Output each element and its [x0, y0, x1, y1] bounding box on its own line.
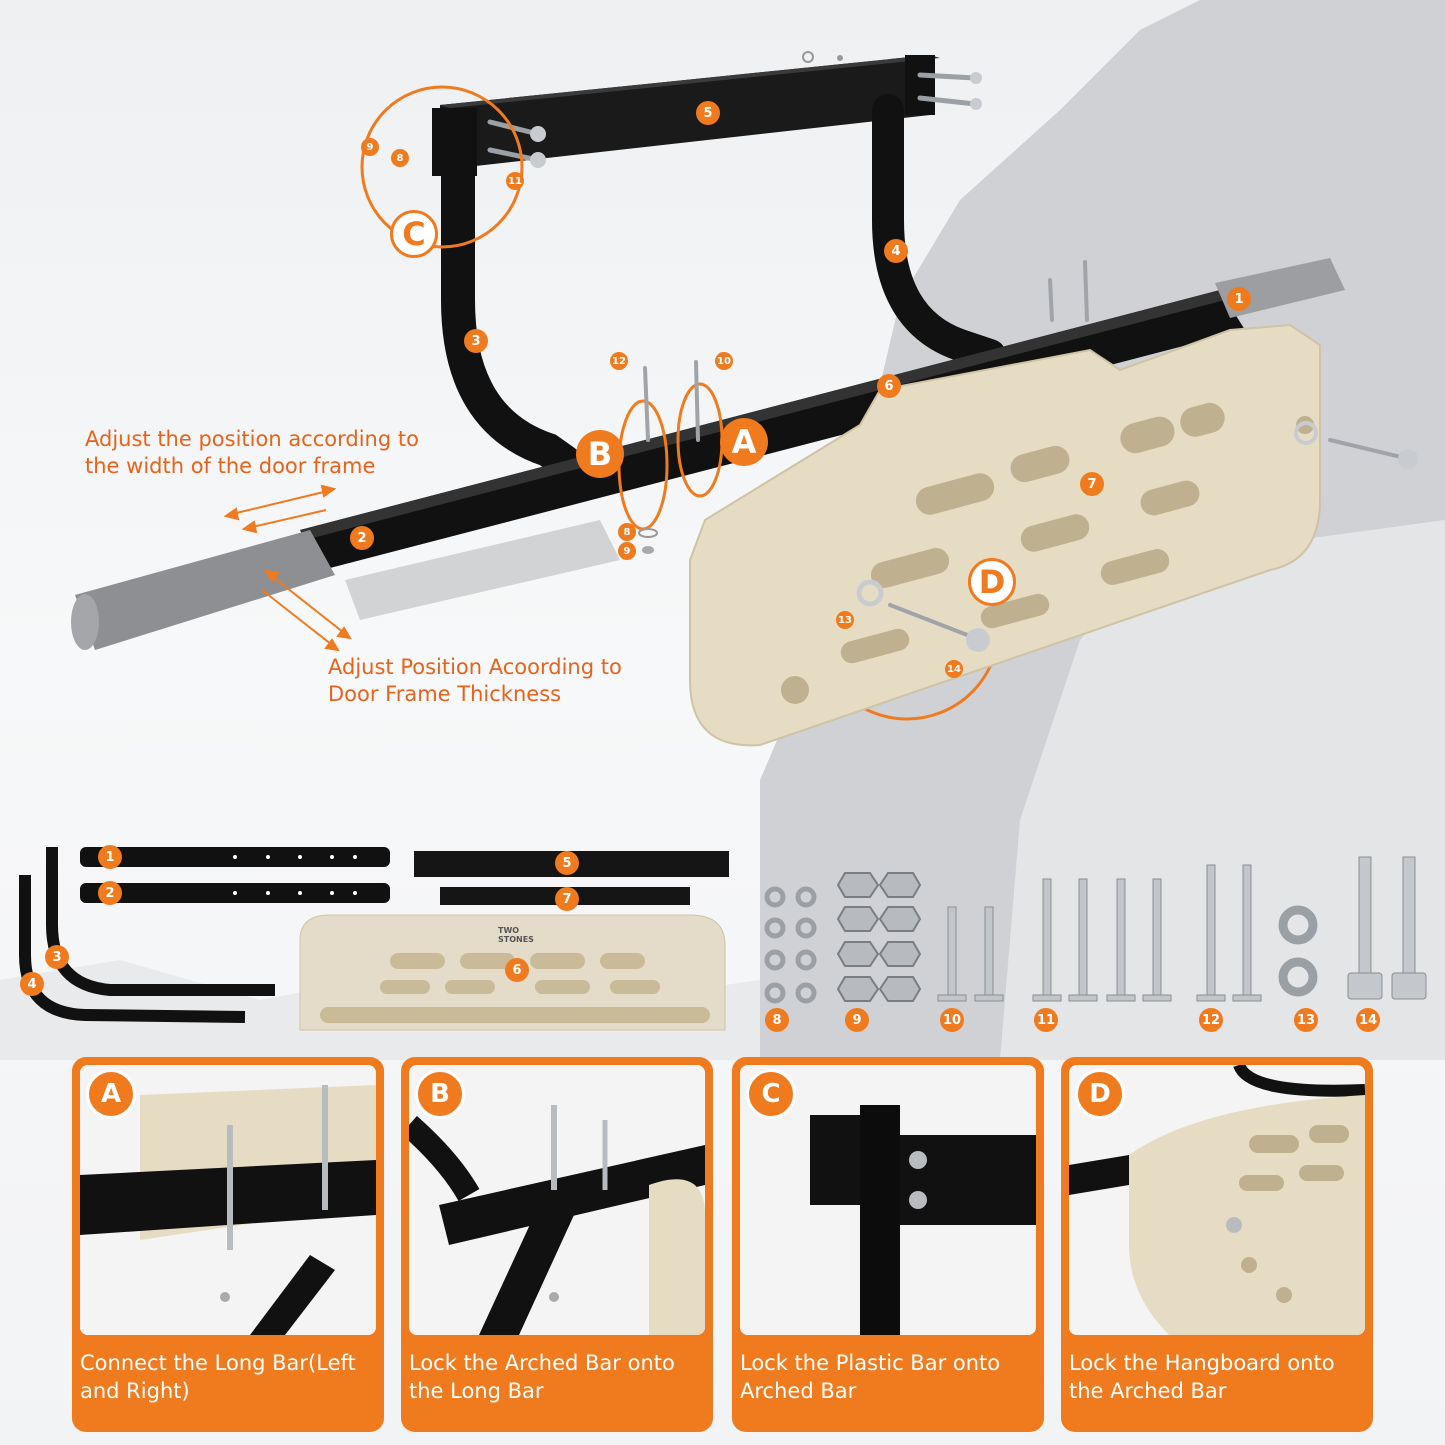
exploded-assembly-illustration — [71, 51, 1418, 747]
marker-6: 6 — [877, 374, 901, 398]
step-card-d: D Lock the Hangboard onto the Arched Bar — [1061, 1057, 1373, 1432]
marker-2: 2 — [350, 526, 374, 550]
step-card-a: A Connect the Long Bar(Left and Right) — [72, 1057, 384, 1432]
part-4-label: 4 — [20, 972, 44, 996]
detail-letter-a: A — [720, 418, 768, 466]
marker-3: 3 — [464, 329, 488, 353]
marker-11: 11 — [506, 172, 524, 190]
step-card-c: C Lock the Plastic Bar onto Arched Bar — [732, 1057, 1044, 1432]
parts-list-illustration — [19, 847, 1427, 1031]
step-c-photo — [740, 1065, 1036, 1335]
part-1-label: 1 — [98, 845, 122, 869]
part-10-label: 10 — [940, 1008, 964, 1032]
step-c-badge: C — [746, 1069, 796, 1119]
hangboard-logo: TWO STONES — [498, 926, 534, 944]
step-b-badge: B — [415, 1069, 465, 1119]
marker-13: 13 — [836, 611, 854, 629]
step-b-caption: Lock the Arched Bar onto the Long Bar — [409, 1351, 675, 1403]
part-3-label: 3 — [45, 945, 69, 969]
step-a-badge: A — [86, 1069, 136, 1119]
part-2-label: 2 — [98, 881, 122, 905]
detail-letter-d: D — [968, 558, 1016, 606]
marker-8: 8 — [618, 523, 636, 541]
part-13-label: 13 — [1294, 1008, 1318, 1032]
marker-9: 9 — [618, 542, 636, 560]
part-8-label: 8 — [765, 1008, 789, 1032]
step-b-photo — [409, 1065, 705, 1335]
part-9-label: 9 — [845, 1008, 869, 1032]
step-a-photo — [80, 1065, 376, 1335]
step-d-caption: Lock the Hangboard onto the Arched Bar — [1069, 1351, 1335, 1403]
detail-letter-c: C — [390, 210, 438, 258]
part-6-label: 6 — [505, 958, 529, 982]
step-card-b: B Lock the Arched Bar onto the Long Bar — [401, 1057, 713, 1432]
part-12-label: 12 — [1199, 1008, 1223, 1032]
part-7-label: 7 — [555, 887, 579, 911]
detail-letter-b: B — [576, 430, 624, 478]
marker-7: 7 — [1080, 472, 1104, 496]
marker-10: 10 — [715, 352, 733, 370]
marker-12: 12 — [610, 352, 628, 370]
marker-4: 4 — [884, 239, 908, 263]
thickness-adjust-callout: Adjust Position Acoording to Door Frame … — [328, 655, 622, 706]
marker-9-top: 9 — [361, 138, 379, 156]
part-5-label: 5 — [555, 851, 579, 875]
marker-1: 1 — [1227, 287, 1251, 311]
marker-14: 14 — [945, 660, 963, 678]
marker-5: 5 — [696, 101, 720, 125]
part-11-label: 11 — [1034, 1008, 1058, 1032]
width-adjust-callout: Adjust the position according to the wid… — [85, 427, 419, 478]
step-d-badge: D — [1075, 1069, 1125, 1119]
step-c-caption: Lock the Plastic Bar onto Arched Bar — [740, 1351, 1001, 1403]
step-a-caption: Connect the Long Bar(Left and Right) — [80, 1351, 356, 1403]
part-14-label: 14 — [1356, 1008, 1380, 1032]
marker-8-top: 8 — [391, 149, 409, 167]
